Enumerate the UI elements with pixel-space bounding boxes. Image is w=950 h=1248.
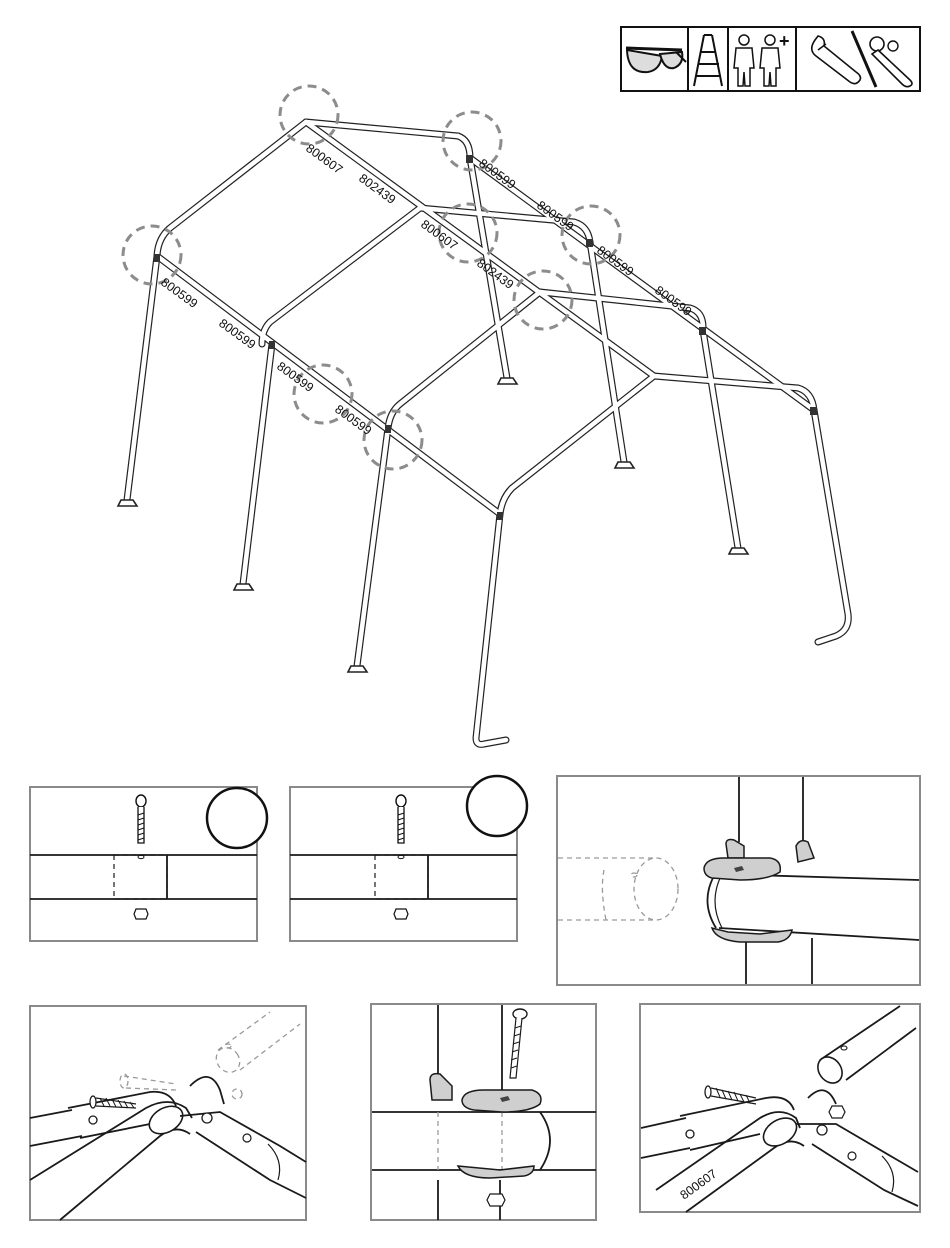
foot-plates [118, 378, 748, 672]
requirements-toolbar: + [621, 27, 920, 91]
part-label-right-rail-1: 800599 [476, 156, 518, 192]
detail-bracket-clamp [557, 776, 920, 985]
step-marker-circle-1 [207, 788, 267, 848]
plus-sign: + [779, 31, 790, 51]
part-label-right-rail-4: 800599 [652, 283, 694, 319]
part-label-left-rail-2: 800599 [216, 316, 258, 352]
step-marker-circle-2 [467, 776, 527, 836]
detail-corner-joint-a [30, 1006, 306, 1220]
detail-bracket-bolt [371, 1004, 596, 1220]
detail-corner-joint-b: 800607 [640, 1004, 920, 1212]
canopy-frame-illustration: 800607 802439 800607 802439 800599 80059… [118, 86, 848, 744]
detail-bolt-sleeve-2 [290, 776, 527, 941]
detail-bolt-sleeve-1 [30, 787, 267, 941]
